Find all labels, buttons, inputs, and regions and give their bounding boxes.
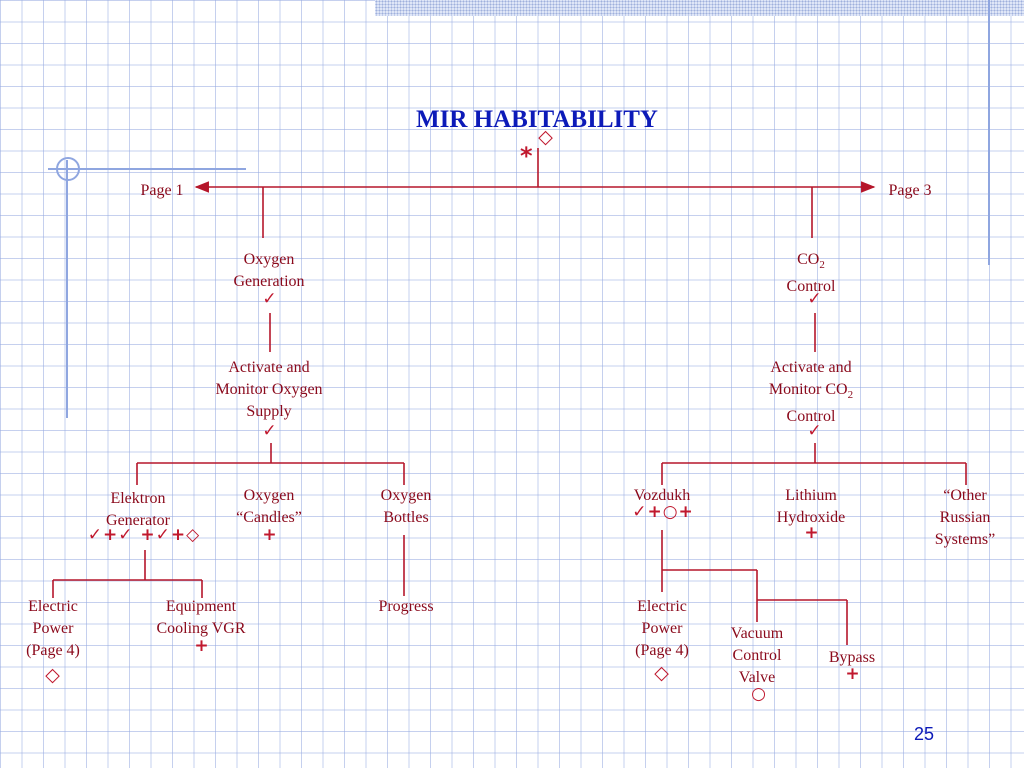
plus-icon: + — [194, 636, 210, 656]
node-bypass: Bypass — [828, 649, 876, 666]
node-electric-power-right: Electric Power (Page 4) — [635, 598, 689, 659]
checkmark-icon: ✓ — [262, 421, 278, 441]
node-lithium-hydroxide: Lithium Hydroxide — [776, 487, 846, 526]
node-progress: Progress — [378, 598, 434, 615]
decor-circle — [56, 157, 80, 181]
node-electric-power-left: Electric Power (Page 4) — [26, 598, 80, 659]
node-oxygen-bottles: Oxygen Bottles — [380, 487, 432, 526]
page3-link[interactable]: Page 3 — [888, 182, 932, 199]
plus-icon: + — [262, 525, 278, 545]
circle-icon: ○ — [751, 684, 767, 704]
plus-icon: + — [845, 664, 861, 684]
checkmark-icon: ✓ — [807, 421, 823, 441]
node-vozdukh: Vozdukh — [633, 487, 691, 504]
checkmark-icon: ✓ — [262, 289, 278, 309]
diamond-icon: ◇ — [45, 664, 61, 686]
node-elektron-generator: Elektron Generator — [106, 490, 170, 529]
node-other-russian-systems: “Other Russian Systems” — [934, 487, 996, 548]
node-co2-control: CO2 Control — [786, 251, 836, 296]
slide-page-number: 25 — [914, 724, 935, 744]
node-equipment-cooling: Equipment Cooling VGR — [156, 598, 246, 637]
decor-horizontal-line — [48, 168, 246, 170]
diagram-title: MIR HABITABILITY — [416, 106, 658, 133]
title-star-icon: * — [520, 142, 533, 170]
decor-right-line — [988, 0, 990, 265]
header-pattern-bar — [375, 0, 1024, 16]
title-diamond-icon: ◇ — [538, 126, 554, 148]
node-vacuum-control-valve: Vacuum Control Valve — [730, 625, 784, 686]
node-oxygen-candles: Oxygen “Candles” — [236, 487, 302, 526]
status-symbols-icon: ✓+✓ +✓+◇ — [87, 525, 201, 545]
status-symbols-icon: ✓+○+ — [632, 502, 694, 522]
node-oxygen-generation: Oxygen Generation — [233, 251, 305, 290]
node-activate-co2: Activate and Monitor CO2 Control — [768, 359, 854, 426]
checkmark-icon: ✓ — [807, 289, 823, 309]
diamond-icon: ◇ — [654, 662, 670, 684]
page1-link[interactable]: Page 1 — [140, 182, 184, 199]
plus-icon: + — [804, 523, 820, 543]
decor-vertical-line — [66, 160, 68, 418]
node-activate-oxygen: Activate and Monitor Oxygen Supply — [215, 359, 323, 420]
